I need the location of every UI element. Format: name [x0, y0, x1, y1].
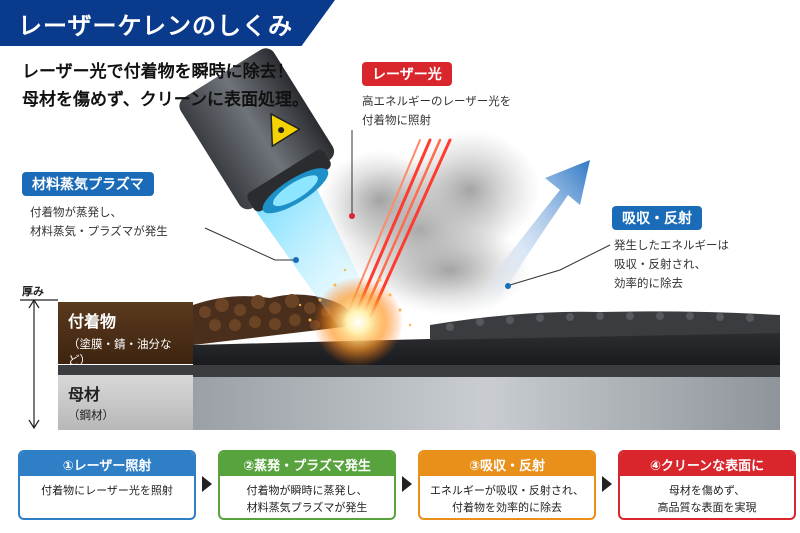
step-3-line-2: 付着物を効率的に除去	[420, 499, 594, 516]
laser-label: レーザー光	[362, 62, 452, 86]
plasma-desc-line-2: 材料蒸気・プラズマが発生	[30, 222, 168, 241]
step-3-title: ③吸収・反射	[420, 452, 594, 476]
step-1-body: 付着物にレーザー光を照射	[20, 476, 194, 499]
absorb-desc-line-1: 発生したエネルギーは	[614, 236, 729, 255]
base-detail: （鋼材）	[68, 407, 183, 423]
step-4-body: 母材を傷めず、 高品質な表面を実現	[620, 476, 794, 516]
step-3-line-1: エネルギーが吸収・反射され、	[420, 482, 594, 499]
base-name: 母材	[68, 381, 183, 405]
step-arrow-2	[402, 476, 412, 492]
laser-desc-line-2: 付着物に照射	[362, 111, 511, 130]
step-2-body: 付着物が瞬時に蒸発し、 材料蒸気プラズマが発生	[220, 476, 394, 516]
page-title: レーザーケレンのしくみ	[18, 6, 293, 41]
headline-line-2: 母材を傷めず、クリーンに表面処理。	[22, 86, 309, 114]
absorb-desc-line-3: 効率的に除去	[614, 274, 729, 293]
step-1: ①レーザー照射 付着物にレーザー光を照射	[18, 450, 196, 520]
steel-base-plate	[193, 375, 780, 430]
absorb-desc-line-2: 吸収・反射され、	[614, 255, 729, 274]
thickness-axis	[20, 300, 58, 428]
step-2-title: ②蒸発・プラズマ発生	[220, 452, 394, 476]
deposit-name: 付着物	[68, 308, 183, 332]
headline-line-1: レーザー光で付着物を瞬時に除去！	[22, 58, 309, 86]
step-2-line-1: 付着物が瞬時に蒸発し、	[220, 482, 394, 499]
headline: レーザー光で付着物を瞬時に除去！ 母材を傷めず、クリーンに表面処理。	[22, 58, 309, 114]
base-layer-label: 母材 （鋼材）	[58, 375, 193, 430]
step-4-line-1: 母材を傷めず、	[620, 482, 794, 499]
impact-glow	[313, 277, 403, 367]
absorb-label: 吸収・反射	[612, 206, 702, 230]
plasma-label: 材料蒸気プラズマ	[22, 172, 154, 196]
step-arrow-3	[602, 476, 612, 492]
plasma-desc-line-1: 付着物が蒸発し、	[30, 203, 168, 222]
step-3-body: エネルギーが吸収・反射され、 付着物を効率的に除去	[420, 476, 594, 516]
step-2: ②蒸発・プラズマ発生 付着物が瞬時に蒸発し、 材料蒸気プラズマが発生	[218, 450, 396, 520]
step-arrow-1	[202, 476, 212, 492]
step-4: ④クリーンな表面に 母材を傷めず、 高品質な表面を実現	[618, 450, 796, 520]
title-banner: レーザーケレンのしくみ	[0, 0, 335, 46]
absorb-description: 発生したエネルギーは 吸収・反射され、 効率的に除去	[614, 236, 729, 293]
step-4-line-2: 高品質な表面を実現	[620, 499, 794, 516]
deposit-layer-label: 付着物 （塗膜・錆・油分など）	[58, 302, 193, 364]
laser-description: 高エネルギーのレーザー光を 付着物に照射	[362, 92, 511, 130]
step-1-title: ①レーザー照射	[20, 452, 194, 476]
step-3: ③吸収・反射 エネルギーが吸収・反射され、 付着物を効率的に除去	[418, 450, 596, 520]
laser-desc-line-1: 高エネルギーのレーザー光を	[362, 92, 511, 111]
plasma-description: 付着物が蒸発し、 材料蒸気・プラズマが発生	[30, 203, 168, 241]
step-2-line-2: 材料蒸気プラズマが発生	[220, 499, 394, 516]
step-4-title: ④クリーンな表面に	[620, 452, 794, 476]
step-1-line-1: 付着物にレーザー光を照射	[20, 482, 194, 499]
deposit-detail: （塗膜・錆・油分など）	[68, 336, 183, 368]
thickness-label: 厚み	[22, 283, 44, 299]
